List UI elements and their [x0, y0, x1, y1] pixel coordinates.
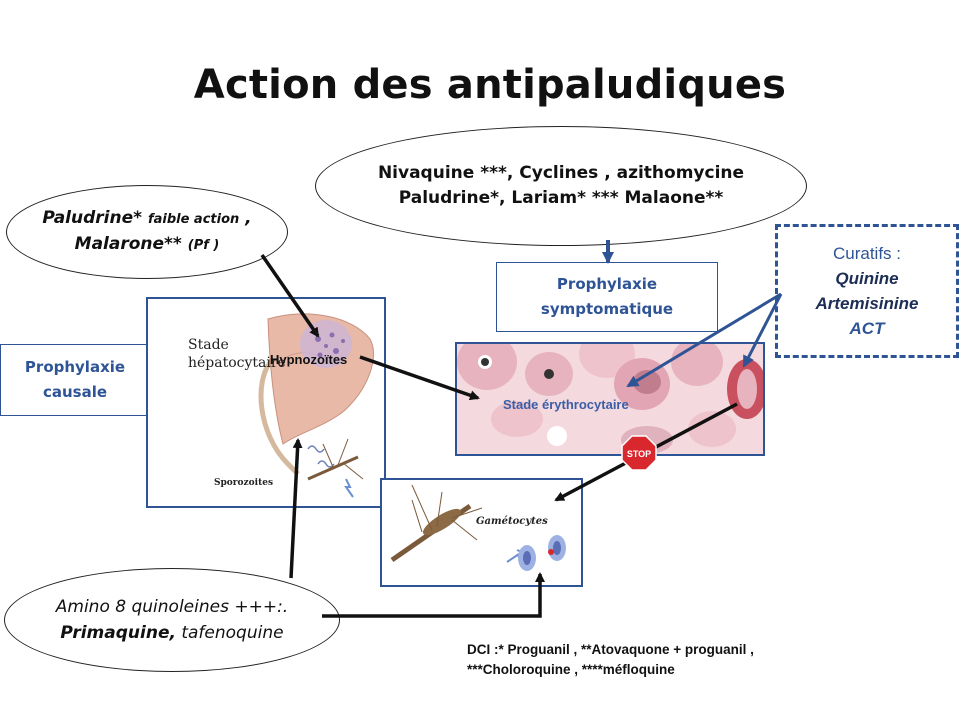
aminoquinolines-line2: Primaquine, tafenoquine	[60, 620, 283, 646]
faible-action-label: faible action	[147, 212, 240, 227]
hepatic-stage-label-line2: hépatocytaire	[188, 355, 286, 371]
prophylaxie-symptomatique-line2: symptomatique	[540, 300, 674, 318]
malarone-label: Malarone**	[74, 234, 188, 254]
hypnozoites-label: Hypnozoïtes	[270, 352, 348, 367]
prophylaxie-symptomatique-box: Prophylaxie symptomatique	[496, 262, 718, 332]
curatifs-act: ACT	[849, 319, 885, 338]
dci-footnote-line2: ***Choloroquine , ****méfloquine	[467, 662, 675, 677]
arrow-curatifs-to-blood-1	[626, 292, 782, 388]
arrow-primaquine-to-gametocytes	[322, 572, 545, 618]
symptomatic-drugs-line2: Paludrine*, Lariam* *** Malaone**	[398, 188, 724, 208]
page-title: Action des antipaludiques	[193, 62, 787, 108]
pf-label: (Pf )	[187, 238, 220, 253]
curatifs-artemisinine: Artemisinine	[815, 294, 919, 313]
causal-drugs-line2: Malarone** (Pf )	[75, 232, 220, 258]
dci-footnote-line1: DCI :* Proguanil , **Atovaquone + progua…	[467, 642, 754, 657]
prophylaxie-causale-line1: Prophylaxie	[24, 358, 126, 376]
gametocytes-panel	[380, 478, 583, 587]
stop-sign-icon: STOP	[621, 435, 657, 471]
gametocytes-label: Gamétocytes	[476, 516, 548, 527]
ellipse-causal-drugs: Paludrine* faible action , Malarone** (P…	[6, 185, 288, 279]
stop-sign-text: STOP	[627, 449, 651, 459]
ellipse-symptomatic-drugs: Nivaquine ***, Cyclines , azithomycine P…	[315, 126, 807, 246]
aminoquinolines-line1: Amino 8 quinoleines +++:.	[55, 597, 289, 617]
liver-illustration	[258, 313, 374, 498]
mosquito-gametocytes-illustration	[390, 484, 566, 571]
prophylaxie-causale-box: Prophylaxie causale	[0, 344, 150, 416]
tafenoquine-label: tafenoquine	[175, 623, 284, 643]
curatifs-heading: Curatifs :	[832, 244, 902, 263]
curatifs-box: Curatifs : Quinine Artemisinine ACT	[775, 224, 959, 358]
arrow-curatifs-to-blood-2	[742, 293, 783, 368]
sporozoites-label: Sporozoites	[214, 478, 274, 488]
arrow-primaquine-to-liver	[289, 438, 303, 579]
prophylaxie-causale-line2: causale	[42, 383, 108, 401]
curatifs-quinine: Quinine	[835, 269, 899, 288]
arrow-causal-to-liver	[260, 254, 320, 338]
hepatic-stage-panel	[146, 297, 386, 508]
ellipse-8-aminoquinolines: Amino 8 quinoleines +++:. Primaquine, ta…	[4, 568, 340, 672]
paludrine-label: Paludrine*	[42, 208, 148, 228]
comma-label: ,	[239, 208, 252, 228]
prophylaxie-symptomatique-line1: Prophylaxie	[556, 275, 658, 293]
hepatic-stage-label-line1: Stade	[188, 337, 229, 353]
dci-footnote: DCI :* Proguanil , **Atovaquone + progua…	[467, 640, 754, 680]
primaquine-label: Primaquine,	[60, 623, 176, 643]
symptomatic-drugs-line1: Nivaquine ***, Cyclines , azithomycine	[377, 163, 745, 183]
erythrocytic-stage-label: Stade érythrocytaire	[503, 397, 629, 412]
arrow-liver-to-blood	[359, 355, 480, 401]
causal-drugs-line1: Paludrine* faible action ,	[42, 206, 251, 232]
hepatic-stage-label: Stade hépatocytaire	[188, 336, 286, 372]
